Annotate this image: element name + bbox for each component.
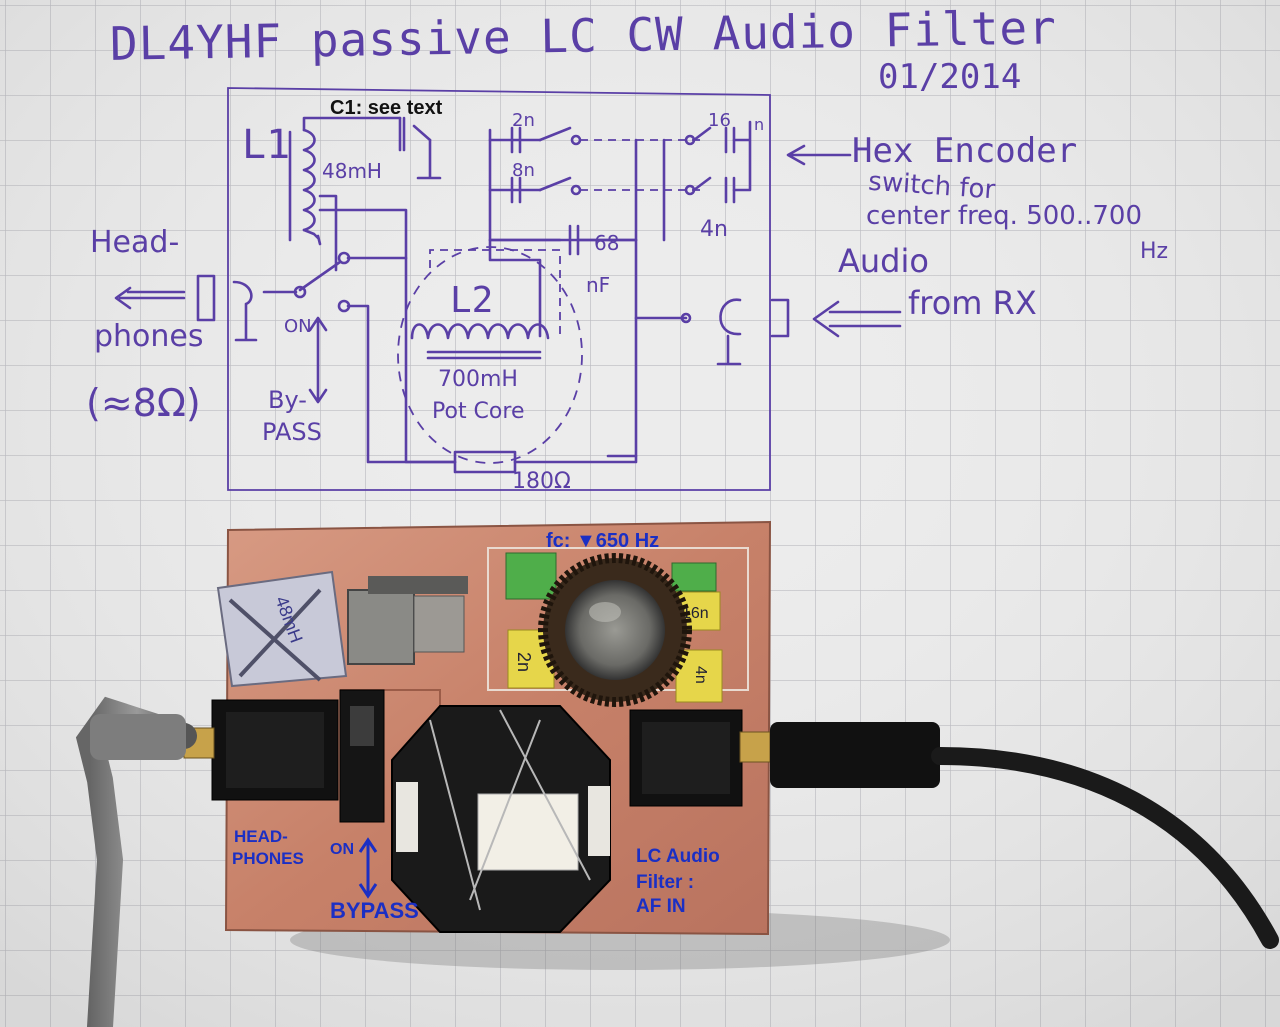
reed-relay [347, 589, 415, 665]
hex-label-3: center freq. 500..700 [866, 201, 1142, 231]
cap-68-unit: nF [586, 273, 610, 297]
board-filter-1: LC Audio [636, 846, 720, 867]
hex-label-4: Hz [1140, 239, 1168, 264]
bypass-label-2: PASS [262, 418, 322, 446]
svg-text:4n: 4n [692, 666, 709, 684]
cap-yellow-4n: 4n [675, 649, 723, 703]
bypass-label-1: By- [268, 386, 307, 414]
cap-green-right [671, 562, 717, 592]
switch-on-label: ON [284, 316, 312, 337]
fc-label: fc: ▼650 Hz [546, 530, 659, 552]
board-on: ON [330, 841, 354, 858]
l2-type: Pot Core [432, 399, 524, 424]
svg-text:16n: 16n [682, 605, 709, 622]
hex-encoder-switch [391, 705, 611, 933]
headphone-jack [183, 699, 339, 801]
headphones-label-2: phones [94, 319, 204, 354]
cap-16n: 16 [708, 110, 731, 131]
cap-4n: 4n [700, 217, 728, 242]
cap-8n: 8n [512, 160, 535, 181]
board-headphones-2: PHONES [232, 849, 304, 868]
rx-plug-cable [770, 722, 1279, 949]
l1-value: 48mH [322, 159, 382, 183]
board-filter-3: AF IN [636, 896, 686, 917]
c1-note: C1: see text [330, 97, 443, 119]
switch-n: n [754, 115, 764, 134]
board-headphones-1: HEAD- [234, 827, 288, 846]
cap-green-left [505, 552, 557, 600]
l1-inductor: 48mH [216, 570, 348, 688]
headphone-plug-cable [75, 696, 197, 1027]
audio-label-1: Audio [838, 242, 929, 280]
pot-core-l2 [538, 553, 692, 707]
audio-label-2: from RX [908, 284, 1037, 322]
board-bypass: BYPASS [330, 898, 419, 923]
l2-value: 700mH [438, 367, 518, 392]
svg-text:2n: 2n [514, 652, 534, 672]
audio-in-jack [629, 709, 771, 807]
resistor-label: 180Ω [512, 469, 571, 494]
cap-2n: 2n [512, 110, 535, 131]
cap-68: 68 [594, 231, 619, 255]
schematic-date: 01/2014 [878, 57, 1021, 97]
l2-label: L2 [450, 280, 493, 321]
hex-label-1: Hex Encoder [852, 131, 1077, 171]
headphones-label-3: (≈8Ω) [86, 381, 201, 425]
l1-label: L1 [242, 122, 290, 168]
board-filter-2: Filter : [636, 872, 694, 893]
headphones-label-1: Head- [90, 225, 179, 260]
